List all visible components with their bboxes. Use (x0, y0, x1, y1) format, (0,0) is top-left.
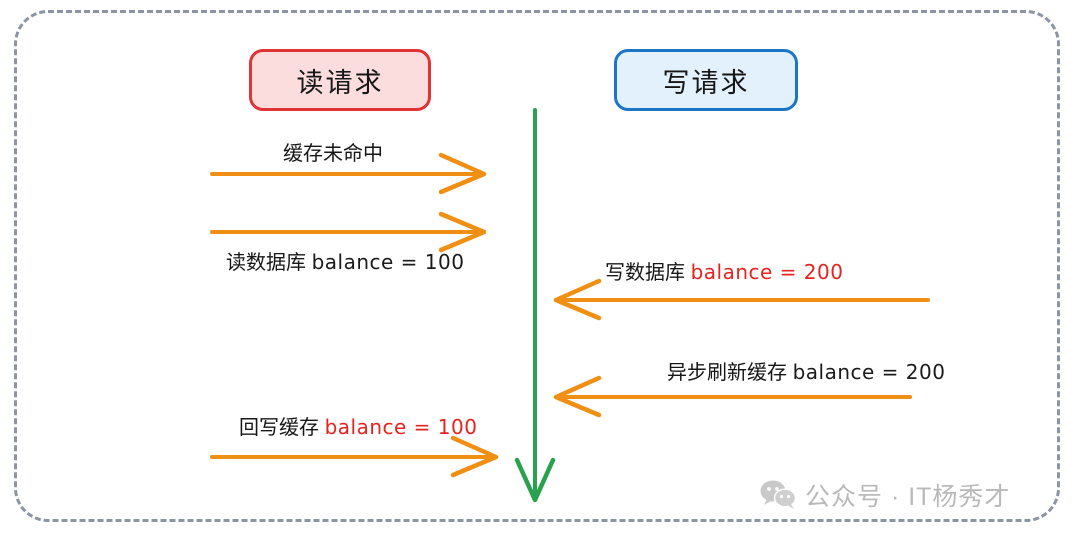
message-label-async-refresh-cache: 异步刷新缓存 balance = 200 (667, 362, 945, 383)
message-text-cache-miss: 缓存未命中 (283, 143, 383, 165)
message-label-writeback-cache: 回写缓存 balance = 100 (239, 417, 477, 438)
actor-label-read-request: 读请求 (296, 67, 384, 98)
message-text-write-db: 写数据库 (605, 262, 685, 284)
dashed-frame-border (14, 10, 1060, 522)
actor-label-write-request: 写请求 (662, 67, 750, 98)
message-text-writeback-cache: 回写缓存 (239, 417, 319, 439)
message-value-async-refresh-cache: balance = 200 (792, 360, 946, 384)
message-text-read-db: 读数据库 (226, 252, 306, 274)
actor-box-write-request[interactable]: 写请求 (614, 49, 798, 111)
message-label-write-db: 写数据库 balance = 200 (605, 262, 843, 283)
message-value-write-db: balance = 200 (690, 260, 844, 284)
message-label-cache-miss: 缓存未命中 (283, 144, 383, 164)
message-value-writeback-cache: balance = 100 (324, 415, 478, 439)
wechat-icon (760, 480, 796, 509)
watermark: 公众号 · IT杨秀才 (760, 477, 1010, 513)
message-label-read-db: 读数据库 balance = 100 (226, 252, 464, 273)
watermark-text: 公众号 · IT杨秀才 (805, 483, 1011, 511)
message-value-read-db: balance = 100 (311, 250, 465, 274)
actor-box-read-request[interactable]: 读请求 (249, 49, 431, 111)
message-text-async-refresh-cache: 异步刷新缓存 (667, 362, 787, 384)
